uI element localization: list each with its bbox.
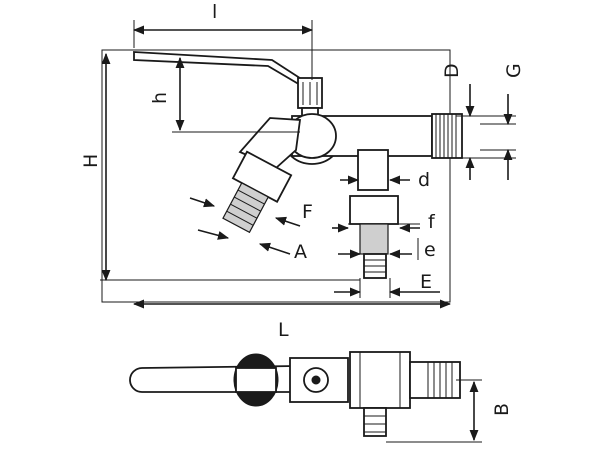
dim-label-F: F — [302, 201, 313, 223]
dim-label-L: L — [278, 319, 289, 341]
dim-label-H: H — [80, 154, 102, 168]
secondary-body — [349, 195, 399, 225]
dim-label-l: l — [212, 1, 217, 23]
dim-label-e: e — [424, 239, 436, 261]
dim-label-f: f — [428, 211, 436, 233]
dim-label-E: E — [420, 271, 432, 293]
dim-label-d: d — [418, 169, 430, 191]
outlet-thread — [431, 113, 463, 159]
secondary-stem — [357, 149, 389, 191]
dim-label-D: D — [441, 63, 463, 78]
front-view: l h H D G d F A — [80, 1, 525, 341]
top-lower-connector — [363, 407, 387, 437]
top-nut — [349, 351, 411, 409]
dim-label-B: B — [491, 403, 513, 416]
dim-label-h: h — [149, 92, 171, 104]
top-view: B — [129, 351, 513, 443]
lever-handle — [133, 51, 308, 88]
dim-label-A: A — [294, 241, 307, 263]
dim-label-G: G — [503, 63, 525, 78]
